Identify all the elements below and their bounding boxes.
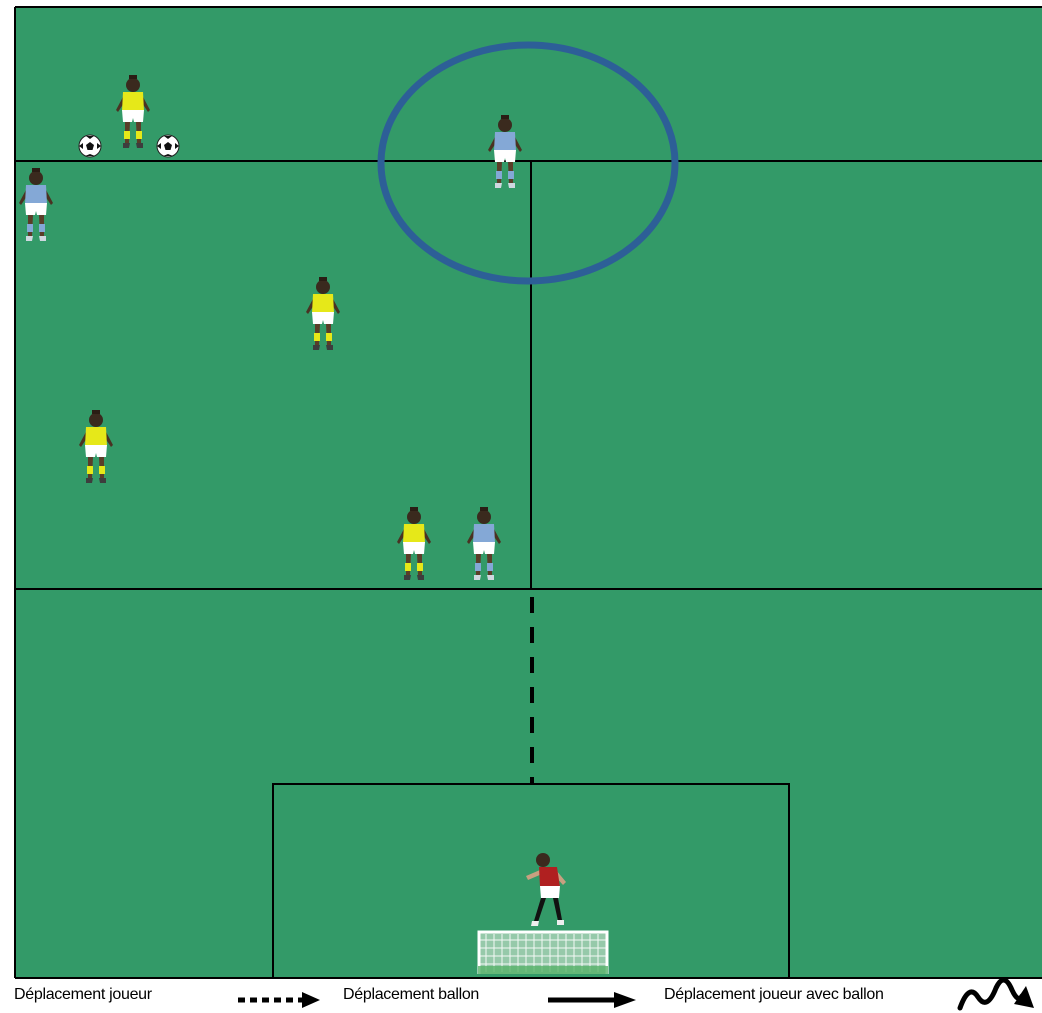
wavy-arrow-icon	[960, 980, 1034, 1008]
ball-1	[79, 135, 101, 157]
ball-2	[157, 135, 179, 157]
dotted-arrow-icon	[238, 992, 320, 1008]
goal-net	[478, 932, 608, 974]
solid-arrow-icon	[548, 992, 636, 1008]
legend-ball-move-label: Déplacement ballon	[343, 986, 479, 1004]
legend-player-move-label: Déplacement joueur	[14, 986, 152, 1004]
legend-player-with-ball-label: Déplacement joueur avec ballon	[664, 986, 884, 1004]
